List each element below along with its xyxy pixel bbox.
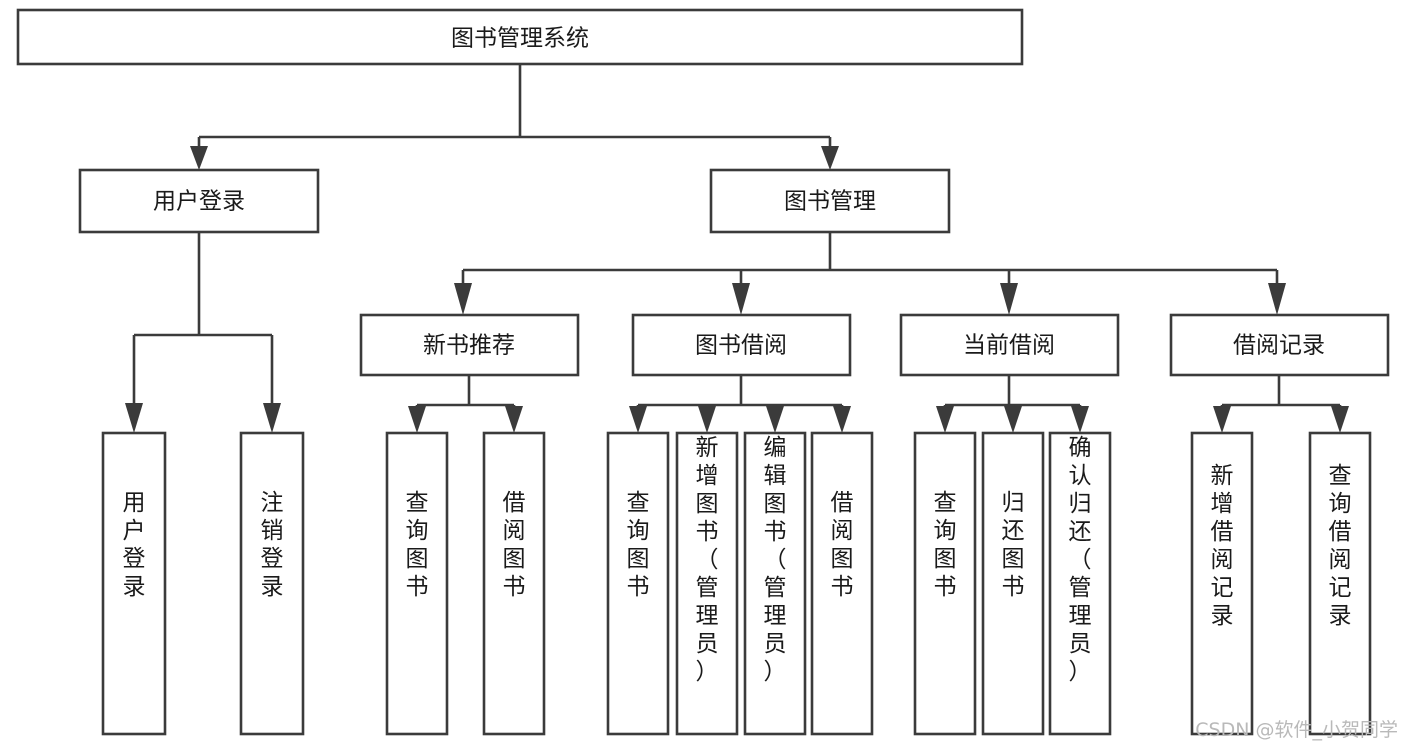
node-leaf-user-login-box[interactable]: [101, 431, 167, 736]
node-leaf-add-book-label: 新增图书（管理员）: [696, 435, 719, 685]
node-book-manage-label: 图书管理: [784, 189, 876, 215]
arrowhead-leaf-query-record: [1331, 406, 1349, 433]
node-leaf-user-logout[interactable]: 注销登录: [239, 431, 305, 736]
node-leaf-query-record[interactable]: 查询借阅记录: [1308, 431, 1372, 736]
arrowhead-user-login: [190, 146, 208, 170]
node-current-borrow-label: 当前借阅: [963, 333, 1055, 359]
arrowhead-leaf-query-book-3: [936, 406, 954, 433]
node-leaf-user-logout-box[interactable]: [239, 431, 305, 736]
node-leaf-user-logout-label: 注销登录: [261, 490, 284, 600]
node-leaf-borrow-book-1-label: 借阅图书: [503, 490, 526, 600]
node-new-book-rec-box[interactable]: [359, 313, 580, 377]
arrowhead-leaf-confirm-return: [1071, 406, 1089, 433]
arrowhead-borrow-record: [1268, 283, 1286, 315]
arrowhead-leaf-return-book: [1004, 406, 1022, 433]
node-leaf-query-record-label: 查询借阅记录: [1329, 463, 1352, 629]
node-leaf-query-book-1-label: 查询图书: [406, 490, 429, 600]
node-book-manage[interactable]: 图书管理: [709, 168, 951, 234]
node-leaf-query-record-box[interactable]: [1308, 431, 1372, 736]
node-leaf-query-book-2-label: 查询图书: [627, 490, 650, 600]
arrowhead-leaf-borrow-book-2: [833, 406, 851, 433]
node-leaf-confirm-return-box[interactable]: [1048, 431, 1112, 736]
node-leaf-add-book[interactable]: 新增图书（管理员）: [675, 431, 739, 736]
arrowhead-leaf-borrow-book-1: [505, 406, 523, 433]
node-leaf-query-book-2[interactable]: 查询图书: [606, 431, 670, 736]
connector-layer: [125, 64, 1349, 433]
arrowhead-new-book-rec: [454, 283, 472, 315]
node-user-login-label: 用户登录: [153, 189, 245, 215]
node-new-book-rec[interactable]: 新书推荐: [359, 313, 580, 377]
node-leaf-add-record-box[interactable]: [1190, 431, 1254, 736]
node-leaf-confirm-return[interactable]: 确认归还（管理员）: [1048, 431, 1112, 736]
node-borrow-record-label: 借阅记录: [1233, 333, 1325, 359]
node-leaf-add-book-box[interactable]: [675, 431, 739, 736]
arrowhead-leaf-add-record: [1213, 406, 1231, 433]
arrowhead-leaf-query-book-1: [408, 406, 426, 433]
node-leaf-query-book-3[interactable]: 查询图书: [913, 431, 977, 736]
node-leaf-user-login[interactable]: 用户登录: [101, 431, 167, 736]
node-book-borrow-box[interactable]: [631, 313, 852, 377]
node-book-manage-box[interactable]: [709, 168, 951, 234]
csdn-watermark: CSDN @软件_小贺同学: [1195, 719, 1398, 741]
arrowhead-leaf-user-login: [125, 403, 143, 433]
arrowhead-current-borrow: [1000, 283, 1018, 315]
node-leaf-user-login-label: 用户登录: [123, 490, 146, 600]
node-book-borrow-label: 图书借阅: [695, 333, 787, 359]
node-leaf-edit-book-label: 编辑图书（管理员）: [764, 435, 787, 685]
node-leaf-borrow-book-2[interactable]: 借阅图书: [810, 431, 874, 736]
node-leaf-add-record-label: 新增借阅记录: [1211, 463, 1234, 629]
node-user-login-box[interactable]: [78, 168, 320, 234]
node-leaf-query-book-1[interactable]: 查询图书: [385, 431, 449, 736]
node-root-label: 图书管理系统: [451, 26, 589, 52]
node-root-box[interactable]: [16, 8, 1024, 66]
node-leaf-borrow-book-1[interactable]: 借阅图书: [482, 431, 546, 736]
node-leaf-borrow-book-2-box[interactable]: [810, 431, 874, 736]
arrowhead-leaf-add-book: [698, 406, 716, 433]
node-leaf-return-book-box[interactable]: [981, 431, 1045, 736]
arrowhead-book-borrow: [732, 283, 750, 315]
arrowhead-leaf-user-logout: [263, 403, 281, 433]
node-leaf-return-book-label: 归还图书: [1002, 490, 1025, 600]
node-leaf-query-book-3-box[interactable]: [913, 431, 977, 736]
node-leaf-query-book-3-label: 查询图书: [934, 490, 957, 600]
arrowhead-leaf-edit-book: [766, 406, 784, 433]
node-leaf-borrow-book-2-label: 借阅图书: [831, 490, 854, 600]
node-borrow-record[interactable]: 借阅记录: [1169, 313, 1390, 377]
node-leaf-query-book-1-box[interactable]: [385, 431, 449, 736]
node-borrow-record-box[interactable]: [1169, 313, 1390, 377]
node-current-borrow[interactable]: 当前借阅: [899, 313, 1120, 377]
node-user-login[interactable]: 用户登录: [78, 168, 320, 234]
node-leaf-confirm-return-label: 确认归还（管理员）: [1069, 435, 1092, 685]
node-leaf-edit-book[interactable]: 编辑图书（管理员）: [743, 431, 807, 736]
node-root[interactable]: 图书管理系统: [16, 8, 1024, 66]
arrowhead-book-manage: [821, 146, 839, 170]
arrowhead-leaf-query-book-2: [629, 406, 647, 433]
node-current-borrow-box[interactable]: [899, 313, 1120, 377]
node-leaf-borrow-book-1-box[interactable]: [482, 431, 546, 736]
node-new-book-rec-label: 新书推荐: [423, 333, 515, 359]
node-leaf-query-book-2-box[interactable]: [606, 431, 670, 736]
node-leaf-add-record[interactable]: 新增借阅记录: [1190, 431, 1254, 736]
node-book-borrow[interactable]: 图书借阅: [631, 313, 852, 377]
node-leaf-return-book[interactable]: 归还图书: [981, 431, 1045, 736]
node-leaf-edit-book-box[interactable]: [743, 431, 807, 736]
